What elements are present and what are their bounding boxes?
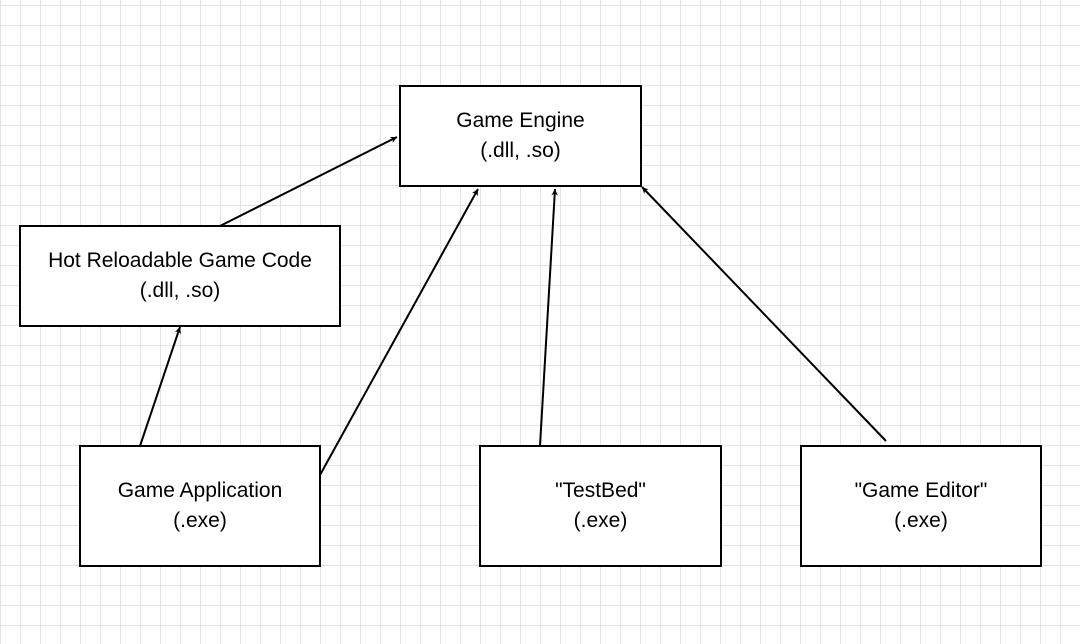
node-game-engine-subtitle: (.dll, .so) xyxy=(480,139,561,162)
edge-game-app-to-hot-reload xyxy=(139,326,182,447)
node-testbed-title: "TestBed" xyxy=(555,479,646,502)
node-hot-reloadable-game-code[interactable]: Hot Reloadable Game Code (.dll, .so) xyxy=(19,225,341,327)
node-game-application[interactable]: Game Application (.exe) xyxy=(79,445,321,567)
edge-game-app-to-engine xyxy=(319,188,479,476)
node-hot-reloadable-game-code-title: Hot Reloadable Game Code xyxy=(48,249,312,272)
node-hot-reloadable-game-code-subtitle: (.dll, .so) xyxy=(139,279,221,302)
node-testbed-subtitle: (.exe) xyxy=(573,509,628,532)
node-testbed[interactable]: "TestBed" (.exe) xyxy=(479,445,722,567)
edge-editor-to-engine xyxy=(641,186,887,442)
node-game-editor-title: "Game Editor" xyxy=(854,479,988,502)
node-game-application-subtitle: (.exe) xyxy=(173,509,227,532)
edge-hot-reload-to-engine xyxy=(219,136,398,227)
edge-testbed-to-engine xyxy=(539,188,558,447)
node-game-editor[interactable]: "Game Editor" (.exe) xyxy=(800,445,1042,567)
node-game-application-title: Game Application xyxy=(117,479,283,502)
node-game-editor-subtitle: (.exe) xyxy=(894,509,948,532)
node-game-engine[interactable]: Game Engine (.dll, .so) xyxy=(399,85,642,187)
node-game-engine-title: Game Engine xyxy=(456,109,585,132)
